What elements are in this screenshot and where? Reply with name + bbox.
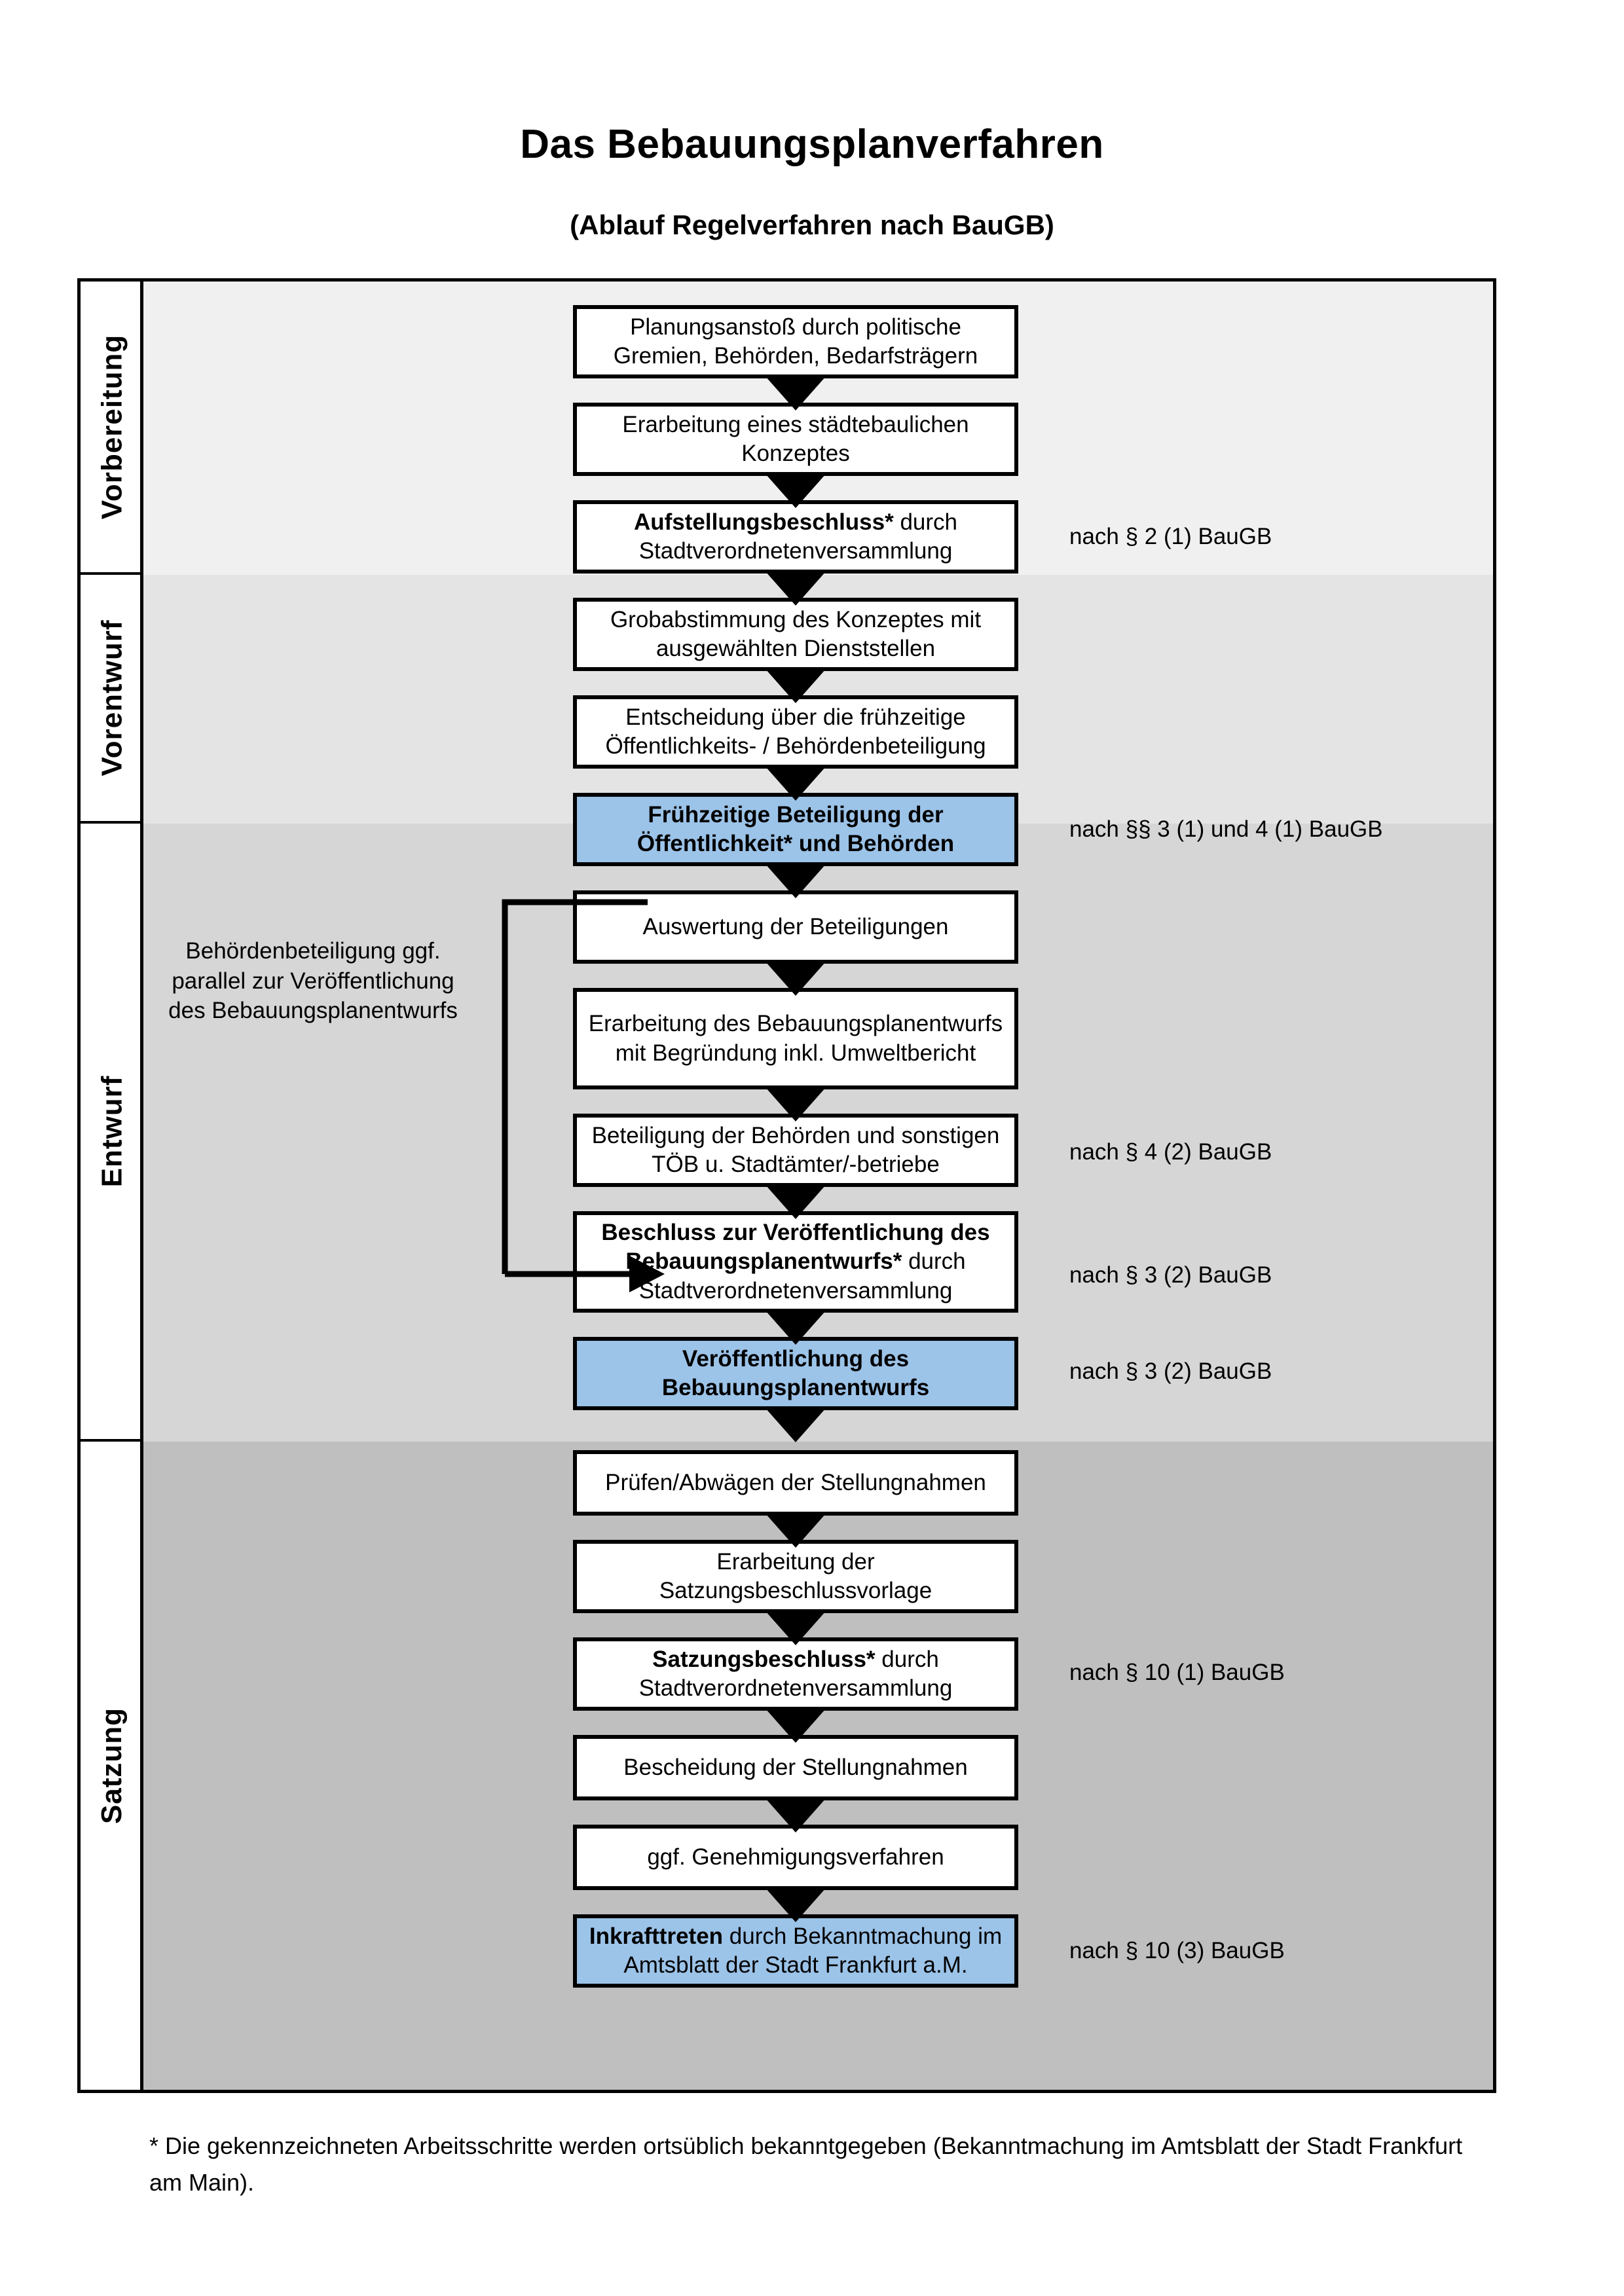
process-step-aufstellungsbeschluss[interactable]: Aufstellungsbeschluss* durch Stadtverord… [573, 500, 1018, 574]
page-subtitle: (Ablauf Regelverfahren nach BauGB) [570, 210, 1054, 240]
process-step-content: Inkrafttreten durch Bekanntmachung im Am… [586, 1922, 1005, 1980]
phase-label-text: Vorbereitung [96, 334, 128, 520]
flow-arrow-down [766, 1798, 826, 1832]
process-step-text: Erarbeitung der Satzungsbeschlussvorlage [659, 1548, 932, 1603]
process-step-satzungsbeschlussvorlage[interactable]: Erarbeitung der Satzungsbeschlussvorlage [573, 1540, 1018, 1613]
process-step-konzept[interactable]: Erarbeitung eines städtebaulichen Konzep… [573, 403, 1018, 476]
legal-ref-paragraph-3-2-beschluss: nach § 3 (2) BauGB [1069, 1262, 1272, 1288]
side-note-text: Behördenbeteiligung ggf. parallel zur Ve… [168, 938, 458, 1023]
process-step-bescheidung[interactable]: Bescheidung der Stellungnahmen [573, 1735, 1018, 1800]
process-step-beteiligung-behoerden[interactable]: Beteiligung der Behörden und sonstigen T… [573, 1114, 1018, 1187]
process-step-text: Prüfen/Abwägen der Stellungnahmen [605, 1469, 986, 1495]
phase-label-satzung: Satzung [81, 1442, 143, 2090]
legal-ref-text: nach § 3 (2) BauGB [1069, 1262, 1272, 1288]
legal-ref-paragraph-2-1: nach § 2 (1) BauGB [1069, 524, 1272, 550]
process-step-erarbeitung-entwurf[interactable]: Erarbeitung des Bebauungsplanentwurfs mi… [573, 988, 1018, 1089]
flow-arrow-down [766, 1087, 826, 1121]
process-step-satzungsbeschluss[interactable]: Satzungsbeschluss* durch Stadtverordnete… [573, 1637, 1018, 1711]
phase-label-gutter: Vorbereitung Vorentwurf Entwurf Satzung [81, 282, 143, 2090]
process-step-bold: Aufstellungsbeschluss* [633, 509, 894, 535]
process-step-auswertung[interactable]: Auswertung der Beteiligungen [573, 890, 1018, 964]
flow-arrow-down [766, 669, 826, 703]
process-step-planungsanstoss[interactable]: Planungsanstoß durch politische Gremien,… [573, 305, 1018, 378]
legal-ref-paragraph-4-2: nach § 4 (2) BauGB [1069, 1139, 1272, 1165]
flow-arrow-down [766, 767, 826, 801]
flow-arrow-down [766, 1888, 826, 1922]
process-step-text: durch Stadtverordnetenversammlung [638, 1248, 966, 1303]
process-step-bold: Veröffentlichung des Bebauungsplanentwur… [661, 1345, 930, 1400]
legal-ref-paragraph-10-3: nach § 10 (3) BauGB [1069, 1938, 1285, 1964]
legal-ref-paragraph-3-1-4-1: nach §§ 3 (1) und 4 (1) BauGB [1069, 816, 1383, 843]
legal-ref-text: nach §§ 3 (1) und 4 (1) BauGB [1069, 816, 1383, 842]
process-step-grobabstimmung[interactable]: Grobabstimmung des Konzeptes mit ausgewä… [573, 598, 1018, 671]
process-step-text: Entscheidung über die frühzeitige Öffent… [605, 704, 986, 759]
phase-label-text: Entwurf [96, 1075, 128, 1188]
process-step-text: Beteiligung der Behörden und sonstigen T… [591, 1122, 1000, 1177]
process-step-fruehzeitige-beteiligung[interactable]: Frühzeitige Beteiligung der Öffentlichke… [573, 793, 1018, 866]
flow-arrow-down [766, 962, 826, 996]
footnote: * Die gekennzeichneten Arbeitsschritte w… [149, 2132, 1463, 2196]
flow-arrow-down [766, 1611, 826, 1645]
process-step-text: Auswertung der Beteiligungen [642, 913, 949, 939]
process-step-inkrafttreten[interactable]: Inkrafttreten durch Bekanntmachung im Am… [573, 1914, 1018, 1988]
process-step-bold: Satzungsbeschluss* [652, 1646, 876, 1672]
process-step-text: durch Bekanntmachung im Amtsblatt der St… [623, 1923, 1003, 1978]
flow-arrow-down [766, 376, 826, 410]
legal-ref-text: nach § 3 (2) BauGB [1069, 1358, 1272, 1384]
process-step-genehmigungsverfahren[interactable]: ggf. Genehmigungsverfahren [573, 1825, 1018, 1890]
phase-label-text: Satzung [96, 1707, 128, 1825]
process-step-pruefen-abwaegen[interactable]: Prüfen/Abwägen der Stellungnahmen [573, 1450, 1018, 1516]
legal-ref-paragraph-3-2-veroeffentlichung: nach § 3 (2) BauGB [1069, 1358, 1272, 1385]
phase-label-entwurf: Entwurf [81, 824, 143, 1442]
process-step-bold: Beschluss zur Veröffentlichung des Bebau… [601, 1220, 990, 1275]
process-step-entscheidung-beteiligung[interactable]: Entscheidung über die frühzeitige Öffent… [573, 695, 1018, 769]
process-step-text: Bescheidung der Stellungnahmen [623, 1754, 968, 1780]
process-step-content: Satzungsbeschluss* durch Stadtverordnete… [586, 1645, 1005, 1703]
flow-arrow-down [766, 864, 826, 898]
page-title: Das Bebauungsplanverfahren [520, 122, 1104, 167]
process-step-content: Beschluss zur Veröffentlichung des Bebau… [586, 1218, 1005, 1305]
legal-ref-text: nach § 10 (3) BauGB [1069, 1938, 1285, 1963]
flow-arrow-down [766, 474, 826, 508]
flow-arrow-down [766, 1311, 826, 1345]
legal-ref-paragraph-10-1: nach § 10 (1) BauGB [1069, 1660, 1285, 1686]
process-step-text: durch Stadtverordnetenversammlung [638, 509, 958, 564]
process-step-bold: Frühzeitige Beteiligung der Öffentlichke… [637, 801, 955, 856]
legal-ref-text: nach § 4 (2) BauGB [1069, 1139, 1272, 1165]
flow-arrow-down [766, 572, 826, 606]
process-step-content: Aufstellungsbeschluss* durch Stadtverord… [586, 508, 1005, 566]
process-step-text: Erarbeitung des Bebauungsplanentwurfs mi… [588, 1011, 1003, 1066]
process-step-text: ggf. Genehmigungsverfahren [647, 1844, 944, 1870]
process-step-veroeffentlichung[interactable]: Veröffentlichung des Bebauungsplanentwur… [573, 1337, 1018, 1410]
process-step-beschluss-veroeffentlichung[interactable]: Beschluss zur Veröffentlichung des Bebau… [573, 1211, 1018, 1313]
flow-arrow-down [766, 1709, 826, 1743]
process-step-text: Erarbeitung eines städtebaulichen Konzep… [622, 411, 969, 466]
process-diagram: Vorbereitung Vorentwurf Entwurf Satzung … [77, 278, 1496, 2093]
flow-arrow-down [766, 1185, 826, 1219]
process-step-text: Planungsanstoß durch politische Gremien,… [613, 314, 978, 369]
legal-ref-text: nach § 10 (1) BauGB [1069, 1660, 1285, 1685]
flow-arrow-down [766, 1514, 826, 1548]
flow-arrow-down [766, 1408, 826, 1442]
phase-label-vorentwurf: Vorentwurf [81, 575, 143, 824]
legal-ref-text: nach § 2 (1) BauGB [1069, 524, 1272, 549]
phase-label-vorbereitung: Vorbereitung [81, 282, 143, 575]
process-step-bold: Inkrafttreten [589, 1923, 724, 1949]
phase-label-text: Vorentwurf [96, 619, 128, 776]
side-note-behoerdenbeteiligung: Behördenbeteiligung ggf. parallel zur Ve… [159, 936, 467, 1026]
process-step-text: Grobabstimmung des Konzeptes mit ausgewä… [610, 606, 982, 661]
process-step-text: durch Stadtverordnetenversammlung [638, 1646, 953, 1701]
